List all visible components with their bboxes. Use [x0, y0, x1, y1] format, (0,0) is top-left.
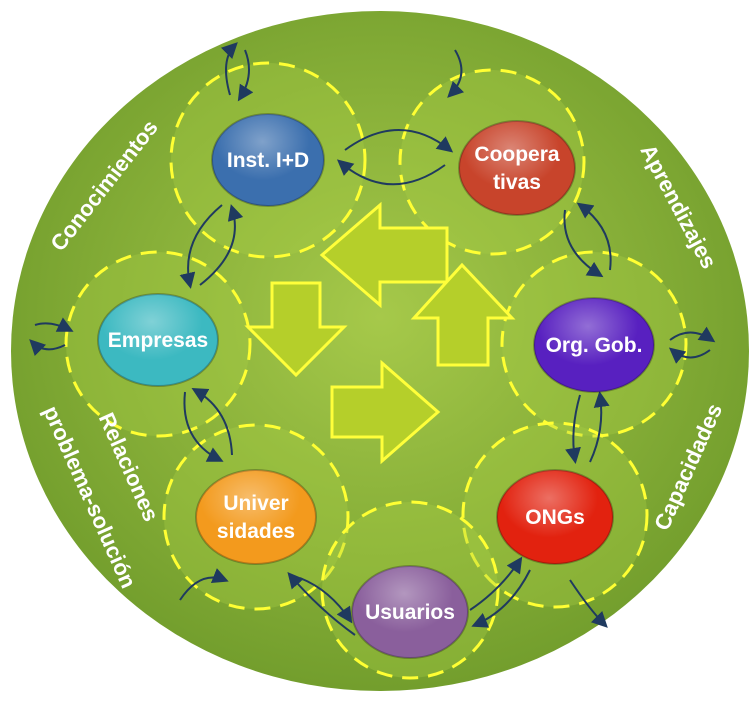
node-label: Org. Gob.: [546, 334, 643, 357]
connector-arrow: [669, 326, 716, 343]
node-label: Coopera: [474, 143, 560, 166]
arrow-up: [410, 262, 516, 367]
arrow-down: [244, 281, 348, 378]
node-label: Univer: [223, 492, 288, 515]
connector-arrow: [565, 394, 581, 464]
connector-arrow: [668, 347, 711, 364]
connector-arrow: [220, 42, 238, 96]
node-gloss: [459, 121, 575, 215]
connector-arrow: [576, 202, 612, 271]
arrow-left: [319, 201, 449, 309]
node-label: Empresas: [108, 329, 208, 352]
connector-arrow: [299, 577, 353, 624]
connector-arrow: [344, 129, 454, 153]
connector-arrow: [336, 159, 446, 186]
node-gloss: [212, 114, 324, 206]
connector-arrow: [447, 49, 465, 98]
connector-arrow: [287, 571, 356, 636]
connector-arrow: [29, 339, 66, 357]
connector-arrow: [34, 317, 74, 332]
connector-arrow: [199, 204, 244, 286]
node-gloss: [534, 298, 654, 392]
node-gloss: [352, 566, 468, 658]
node-label: Usuarios: [365, 601, 455, 624]
connector-arrow: [569, 579, 608, 628]
node-coop: Coopera tivas: [458, 120, 576, 216]
node-label: tivas: [493, 171, 541, 194]
node-univ: Univer sidades: [195, 469, 317, 565]
connector-arrow: [237, 49, 254, 102]
node-gloss: [497, 470, 613, 564]
node-ongs: ONGs: [496, 469, 614, 565]
connector-arrow: [183, 391, 224, 462]
node-gloss: [98, 294, 218, 386]
node-orggob: Org. Gob.: [533, 297, 655, 393]
node-empresas: Empresas: [97, 293, 219, 387]
node-label: ONGs: [525, 506, 585, 529]
arrow-right: [330, 359, 441, 465]
connector-arrow: [469, 556, 523, 611]
connector-arrow: [179, 204, 223, 289]
connector-arrow: [589, 391, 610, 463]
connector-arrow: [191, 388, 233, 456]
node-inst: Inst. I+D: [211, 113, 325, 207]
node-label: sidades: [217, 520, 295, 543]
connector-arrow: [563, 209, 604, 278]
node-usuarios: Usuarios: [351, 565, 469, 659]
connector-arrow: [471, 569, 531, 628]
node-label: Inst. I+D: [227, 149, 309, 172]
connector-arrow: [179, 568, 229, 601]
node-gloss: [196, 470, 316, 564]
